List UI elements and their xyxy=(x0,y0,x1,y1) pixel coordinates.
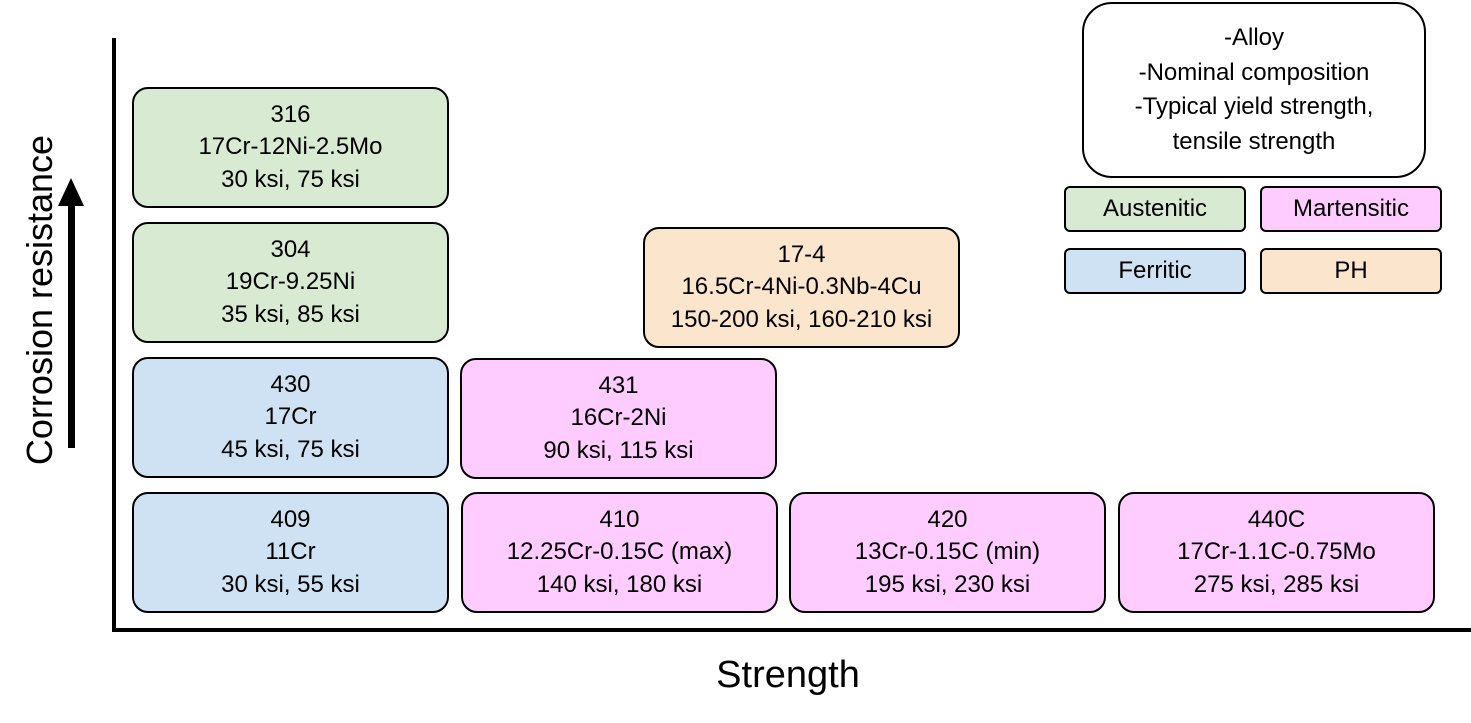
alloy-composition: 16Cr-2Ni xyxy=(570,404,667,432)
alloy-composition: 13Cr-0.15C (min) xyxy=(854,538,1041,566)
key-line-alloy: -Alloy xyxy=(1223,24,1284,51)
alloy-strength: 35 ksi, 85 ksi xyxy=(221,300,360,328)
legend-austenitic-label: Austenitic xyxy=(1102,195,1208,222)
alloy-strength: 90 ksi, 115 ksi xyxy=(543,436,694,464)
alloy-name: 17-4 xyxy=(777,240,826,268)
alloy-box-440c: 440C 17Cr-1.1C-0.75Mo 275 ksi, 285 ksi xyxy=(1118,492,1435,613)
alloy-strength: 30 ksi, 55 ksi xyxy=(221,570,360,598)
legend-ph-label: PH xyxy=(1334,257,1368,284)
alloy-composition: 16.5Cr-4Ni-0.3Nb-4Cu xyxy=(681,273,922,301)
alloy-composition: 17Cr xyxy=(264,403,317,431)
alloy-name: 410 xyxy=(599,505,640,533)
alloy-box-431: 431 16Cr-2Ni 90 ksi, 115 ksi xyxy=(460,358,777,479)
key-line-strength: -Typical yield strength, xyxy=(1134,93,1374,120)
alloy-box-409: 409 11Cr 30 ksi, 55 ksi xyxy=(132,492,449,613)
alloy-name: 409 xyxy=(270,505,311,533)
alloy-strength: 150-200 ksi, 160-210 ksi xyxy=(670,305,933,333)
alloy-strength: 195 ksi, 230 ksi xyxy=(864,570,1031,598)
alloy-name: 304 xyxy=(270,235,311,263)
alloy-name: 440C xyxy=(1247,505,1306,533)
y-axis-label: Corrosion resistance xyxy=(19,134,60,466)
alloy-composition: 17Cr-12Ni-2.5Mo xyxy=(198,133,383,161)
key-line-tensile: tensile strength xyxy=(1172,127,1336,155)
alloy-name: 420 xyxy=(927,505,968,533)
alloy-composition: 19Cr-9.25Ni xyxy=(225,268,356,296)
alloy-composition: 12.25Cr-0.15C (max) xyxy=(506,538,733,566)
alloy-strength: 275 ksi, 285 ksi xyxy=(1193,570,1360,598)
key-line-composition: -Nominal composition xyxy=(1138,58,1370,86)
alloy-box-420: 420 13Cr-0.15C (min) 195 ksi, 230 ksi xyxy=(789,492,1106,613)
alloy-box-17-4: 17-4 16.5Cr-4Ni-0.3Nb-4Cu 150-200 ksi, 1… xyxy=(643,227,960,348)
key-box: -Alloy -Nominal composition -Typical yie… xyxy=(1082,2,1426,178)
legend-ph: PH xyxy=(1260,248,1442,294)
legend-ferritic: Ferritic xyxy=(1064,248,1246,294)
legend-martensitic: Martensitic xyxy=(1260,186,1442,232)
x-axis-line xyxy=(112,628,1471,632)
alloy-strength: 30 ksi, 75 ksi xyxy=(221,165,360,193)
x-axis-label: Strength xyxy=(716,654,860,696)
alloy-box-410: 410 12.25Cr-0.15C (max) 140 ksi, 180 ksi xyxy=(461,492,778,613)
alloy-strength: 140 ksi, 180 ksi xyxy=(536,570,703,598)
alloy-strength: 45 ksi, 75 ksi xyxy=(221,435,360,463)
legend-martensitic-label: Martensitic xyxy=(1292,195,1410,222)
alloy-composition: 11Cr xyxy=(265,538,316,566)
up-arrow-shaft xyxy=(68,200,75,448)
alloy-box-304: 304 19Cr-9.25Ni 35 ksi, 85 ksi xyxy=(132,222,449,343)
y-axis-line xyxy=(112,38,116,632)
alloy-composition: 17Cr-1.1C-0.75Mo xyxy=(1177,538,1376,566)
alloy-name: 316 xyxy=(270,100,311,128)
legend-ferritic-label: Ferritic xyxy=(1118,257,1192,284)
legend-austenitic: Austenitic xyxy=(1064,186,1246,232)
alloy-name: 430 xyxy=(270,370,311,398)
alloy-name: 431 xyxy=(598,371,639,399)
alloy-box-430: 430 17Cr 45 ksi, 75 ksi xyxy=(132,357,449,478)
alloy-box-316: 316 17Cr-12Ni-2.5Mo 30 ksi, 75 ksi xyxy=(132,87,449,208)
